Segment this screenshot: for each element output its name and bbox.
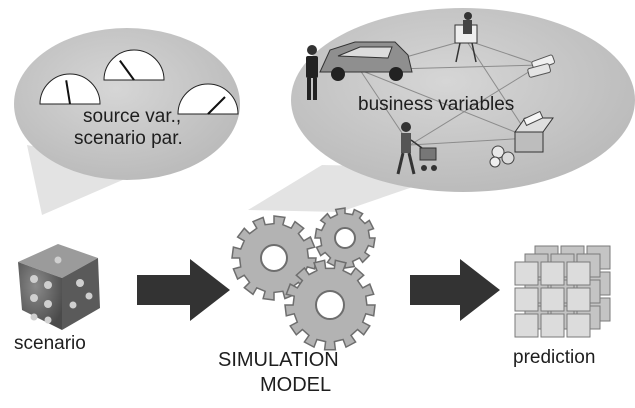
source-var-label: source var.,	[83, 106, 182, 127]
simulation-title: SIMULATION	[218, 349, 339, 371]
scenario-par-label: scenario par.	[74, 128, 183, 149]
business-network-lines	[359, 39, 541, 146]
gear-icon	[284, 259, 376, 351]
data-cell	[514, 261, 539, 286]
gears-icon	[231, 207, 376, 351]
gear-icon	[314, 207, 376, 269]
businessman-icon	[306, 45, 318, 100]
coins-icon	[489, 145, 515, 168]
gauge-icon	[39, 73, 101, 105]
cash-box-icon	[514, 110, 554, 153]
gauge-icon	[103, 49, 165, 81]
money-stack-icon	[527, 54, 555, 78]
data-cell	[540, 313, 565, 338]
data-cell	[540, 287, 565, 312]
data-cell	[566, 287, 591, 312]
data-cell	[566, 313, 591, 338]
gauge-icon	[177, 83, 239, 115]
business-variables-label: business variables	[358, 94, 515, 115]
arrow-right-icon	[410, 259, 500, 321]
data-cell	[514, 313, 539, 338]
scenario-parameter-bubble	[14, 28, 240, 180]
model-title: MODEL	[260, 374, 332, 396]
arrow-right-icon	[137, 259, 230, 321]
data-cube-icon	[514, 245, 611, 338]
data-cell	[514, 287, 539, 312]
data-cell	[566, 261, 591, 286]
scenario-label: scenario	[14, 333, 86, 354]
sports-car-icon	[319, 41, 413, 81]
easel-presenter-icon	[454, 12, 478, 63]
prediction-label: prediction	[513, 347, 596, 368]
dice-icon	[18, 244, 100, 330]
worker-with-cart-icon	[396, 122, 437, 175]
data-cell	[540, 261, 565, 286]
